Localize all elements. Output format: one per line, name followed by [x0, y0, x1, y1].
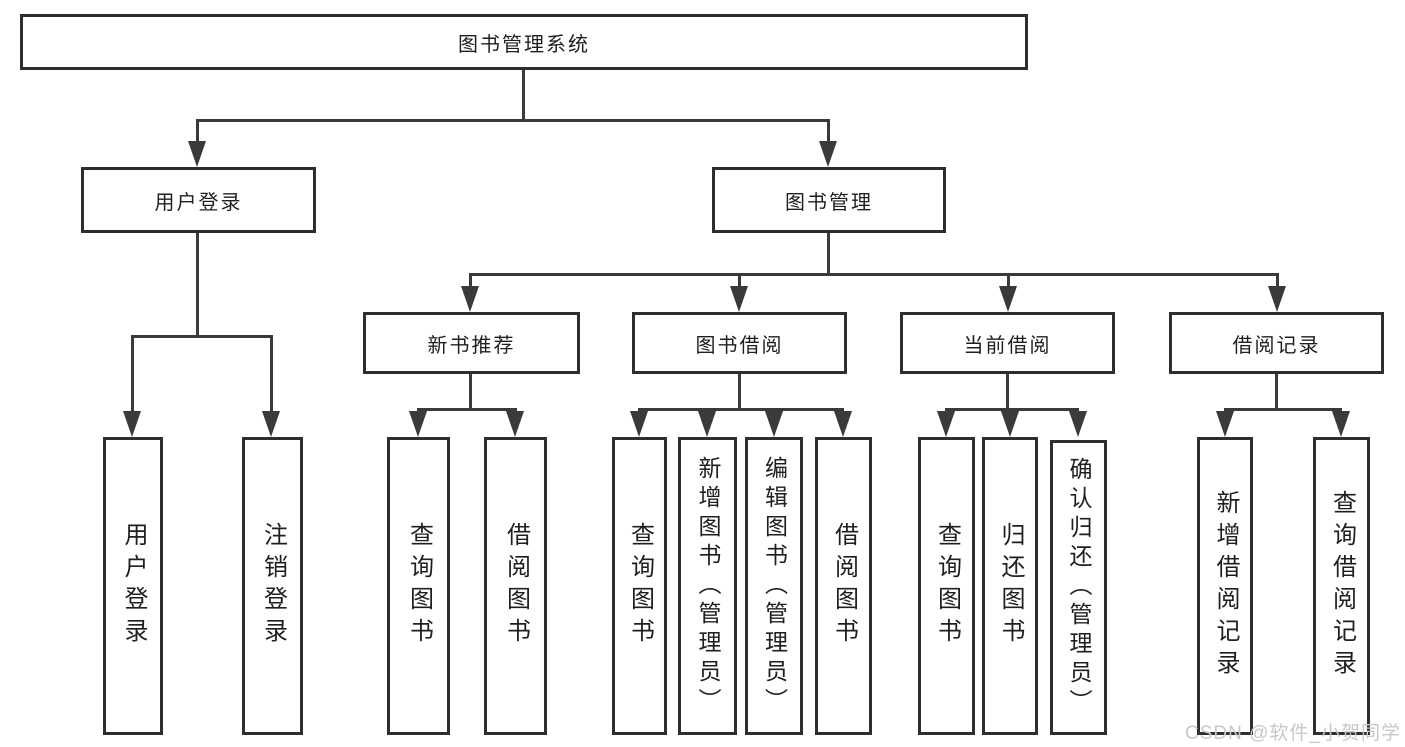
arrowhead-icon: [1332, 411, 1350, 437]
connector-line-v: [1007, 273, 1010, 290]
connector-line-v: [270, 335, 273, 415]
arrowhead-icon: [188, 141, 206, 167]
node-current-borrowing: 当前借阅: [900, 312, 1115, 374]
leaf-query-books: 查询图书: [918, 437, 975, 735]
arrowhead-icon: [698, 411, 716, 437]
arrowhead-icon: [765, 411, 783, 437]
connector-line-h: [1224, 408, 1342, 411]
node-label: 借阅记录: [1232, 334, 1321, 357]
node-label: 新增借阅记录: [1212, 490, 1239, 682]
leaf-return-books: 归还图书: [982, 437, 1038, 735]
connector-line-v: [469, 374, 472, 408]
arrowhead-icon: [409, 411, 427, 437]
arrowhead-icon: [1216, 411, 1234, 437]
connector-line-v: [131, 335, 134, 415]
node-borrowing-records: 借阅记录: [1169, 312, 1384, 374]
leaf-borrow-books: 借阅图书: [815, 437, 872, 735]
connector-line-h: [196, 119, 830, 122]
node-user-login-group: 用户登录: [81, 167, 316, 233]
node-label: 图书管理系统: [458, 33, 590, 56]
connector-line-h: [131, 335, 273, 338]
node-label: 查询图书: [933, 522, 961, 650]
node-label: 归还图书: [997, 522, 1024, 650]
arrowhead-icon: [1268, 286, 1286, 312]
node-label: 图书借阅: [695, 334, 784, 357]
leaf-borrow-books: 借阅图书: [484, 437, 547, 735]
arrowhead-icon: [937, 411, 955, 437]
leaf-confirm-return-admin: 确认归还（管理员）: [1050, 440, 1107, 735]
node-label: 借阅图书: [830, 522, 858, 650]
connector-line-v: [738, 273, 741, 290]
leaf-user-login: 用户登录: [103, 437, 163, 735]
arrowhead-icon: [506, 411, 524, 437]
node-label: 用户登录: [120, 522, 147, 650]
node-label: 当前借阅: [963, 334, 1052, 357]
node-new-book-recommendation: 新书推荐: [363, 312, 580, 374]
node-label: 图书管理: [785, 191, 873, 214]
arrowhead-icon: [819, 141, 837, 167]
node-label: 查询借阅记录: [1328, 490, 1356, 682]
connector-line-v: [827, 233, 830, 273]
node-label: 注销登录: [259, 522, 287, 650]
node-label: 查询图书: [405, 522, 433, 650]
arrowhead-icon: [730, 286, 748, 312]
node-label: 新书推荐: [427, 334, 516, 357]
leaf-add-books-admin: 新增图书（管理员）: [678, 437, 737, 735]
node-book-borrowing: 图书借阅: [632, 312, 847, 374]
arrowhead-icon: [1069, 411, 1087, 437]
node-label: 新增图书（管理员）: [695, 455, 721, 717]
connector-line-v: [196, 233, 199, 335]
arrowhead-icon: [1001, 411, 1019, 437]
connector-line-v: [1006, 374, 1009, 408]
node-label: 用户登录: [154, 191, 243, 214]
connector-line-v: [1275, 374, 1278, 408]
node-label: 编辑图书（管理员）: [761, 455, 788, 717]
node-label: 确认归还（管理员）: [1066, 457, 1092, 718]
node-book-management: 图书管理: [712, 167, 946, 233]
connector-line-v: [738, 374, 741, 408]
arrowhead-icon: [630, 411, 648, 437]
connector-line-v: [196, 119, 199, 145]
leaf-query-books: 查询图书: [387, 437, 450, 735]
connector-line-v: [469, 273, 472, 290]
connector-line-h: [417, 408, 517, 411]
leaf-logout: 注销登录: [242, 437, 303, 735]
connector-line-v: [827, 119, 830, 145]
node-label: 借阅图书: [502, 522, 530, 650]
arrowhead-icon: [834, 411, 852, 437]
node-label: 查询图书: [626, 522, 654, 650]
connector-line-h: [945, 408, 1079, 411]
arrowhead-icon: [123, 411, 141, 437]
arrowhead-icon: [461, 286, 479, 312]
arrowhead-icon: [262, 411, 280, 437]
leaf-edit-books-admin: 编辑图书（管理员）: [745, 437, 803, 735]
connector-line-v: [522, 70, 525, 119]
connector-line-h: [638, 408, 844, 411]
arrowhead-icon: [999, 286, 1017, 312]
leaf-query-books: 查询图书: [612, 437, 667, 735]
connector-line-v: [1276, 273, 1279, 290]
node-library-management-system: 图书管理系统: [20, 14, 1028, 70]
leaf-add-borrow-record: 新增借阅记录: [1197, 437, 1253, 735]
connector-line-h: [469, 273, 1278, 276]
csdn-watermark: CSDN @软件_小贺同学: [1185, 723, 1401, 744]
leaf-query-borrow-record: 查询借阅记录: [1313, 437, 1370, 735]
